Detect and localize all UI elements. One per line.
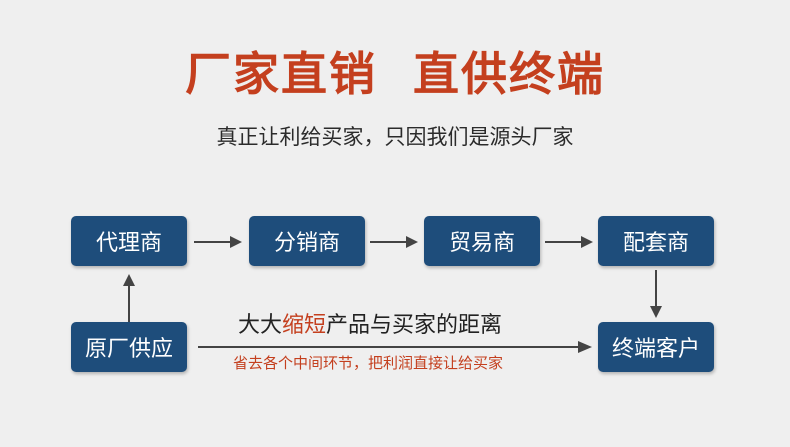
- distributor-box: 分销商: [249, 216, 365, 266]
- title-part-2: 直供终端: [413, 47, 605, 101]
- page-subtitle: 真正让利给买家，只因我们是源头厂家: [216, 125, 574, 149]
- arrow-right-icon: [194, 236, 242, 248]
- trader-box: 贸易商: [424, 216, 540, 266]
- page-title: 厂家直销直供终端: [0, 46, 790, 102]
- arrow-right-icon: [370, 236, 418, 248]
- arrow-right-icon: [545, 236, 593, 248]
- long-arrow-right-icon: [198, 341, 592, 353]
- note-prefix: 大大: [238, 313, 283, 338]
- agent-box: 代理商: [71, 216, 187, 266]
- supplier-box: 配套商: [598, 216, 714, 266]
- distance-note: 大大缩短产品与买家的距离: [238, 311, 502, 341]
- factory-box: 原厂供应: [71, 322, 187, 372]
- note-highlight: 缩短: [282, 313, 327, 338]
- end-customer-box: 终端客户: [598, 322, 714, 372]
- savings-note: 省去各个中间环节，把利润直接让给买家: [233, 354, 504, 372]
- arrow-down-icon: [650, 270, 662, 318]
- title-part-1: 厂家直销: [185, 47, 377, 101]
- arrow-up-icon: [123, 274, 135, 322]
- note-suffix: 产品与买家的距离: [326, 313, 503, 338]
